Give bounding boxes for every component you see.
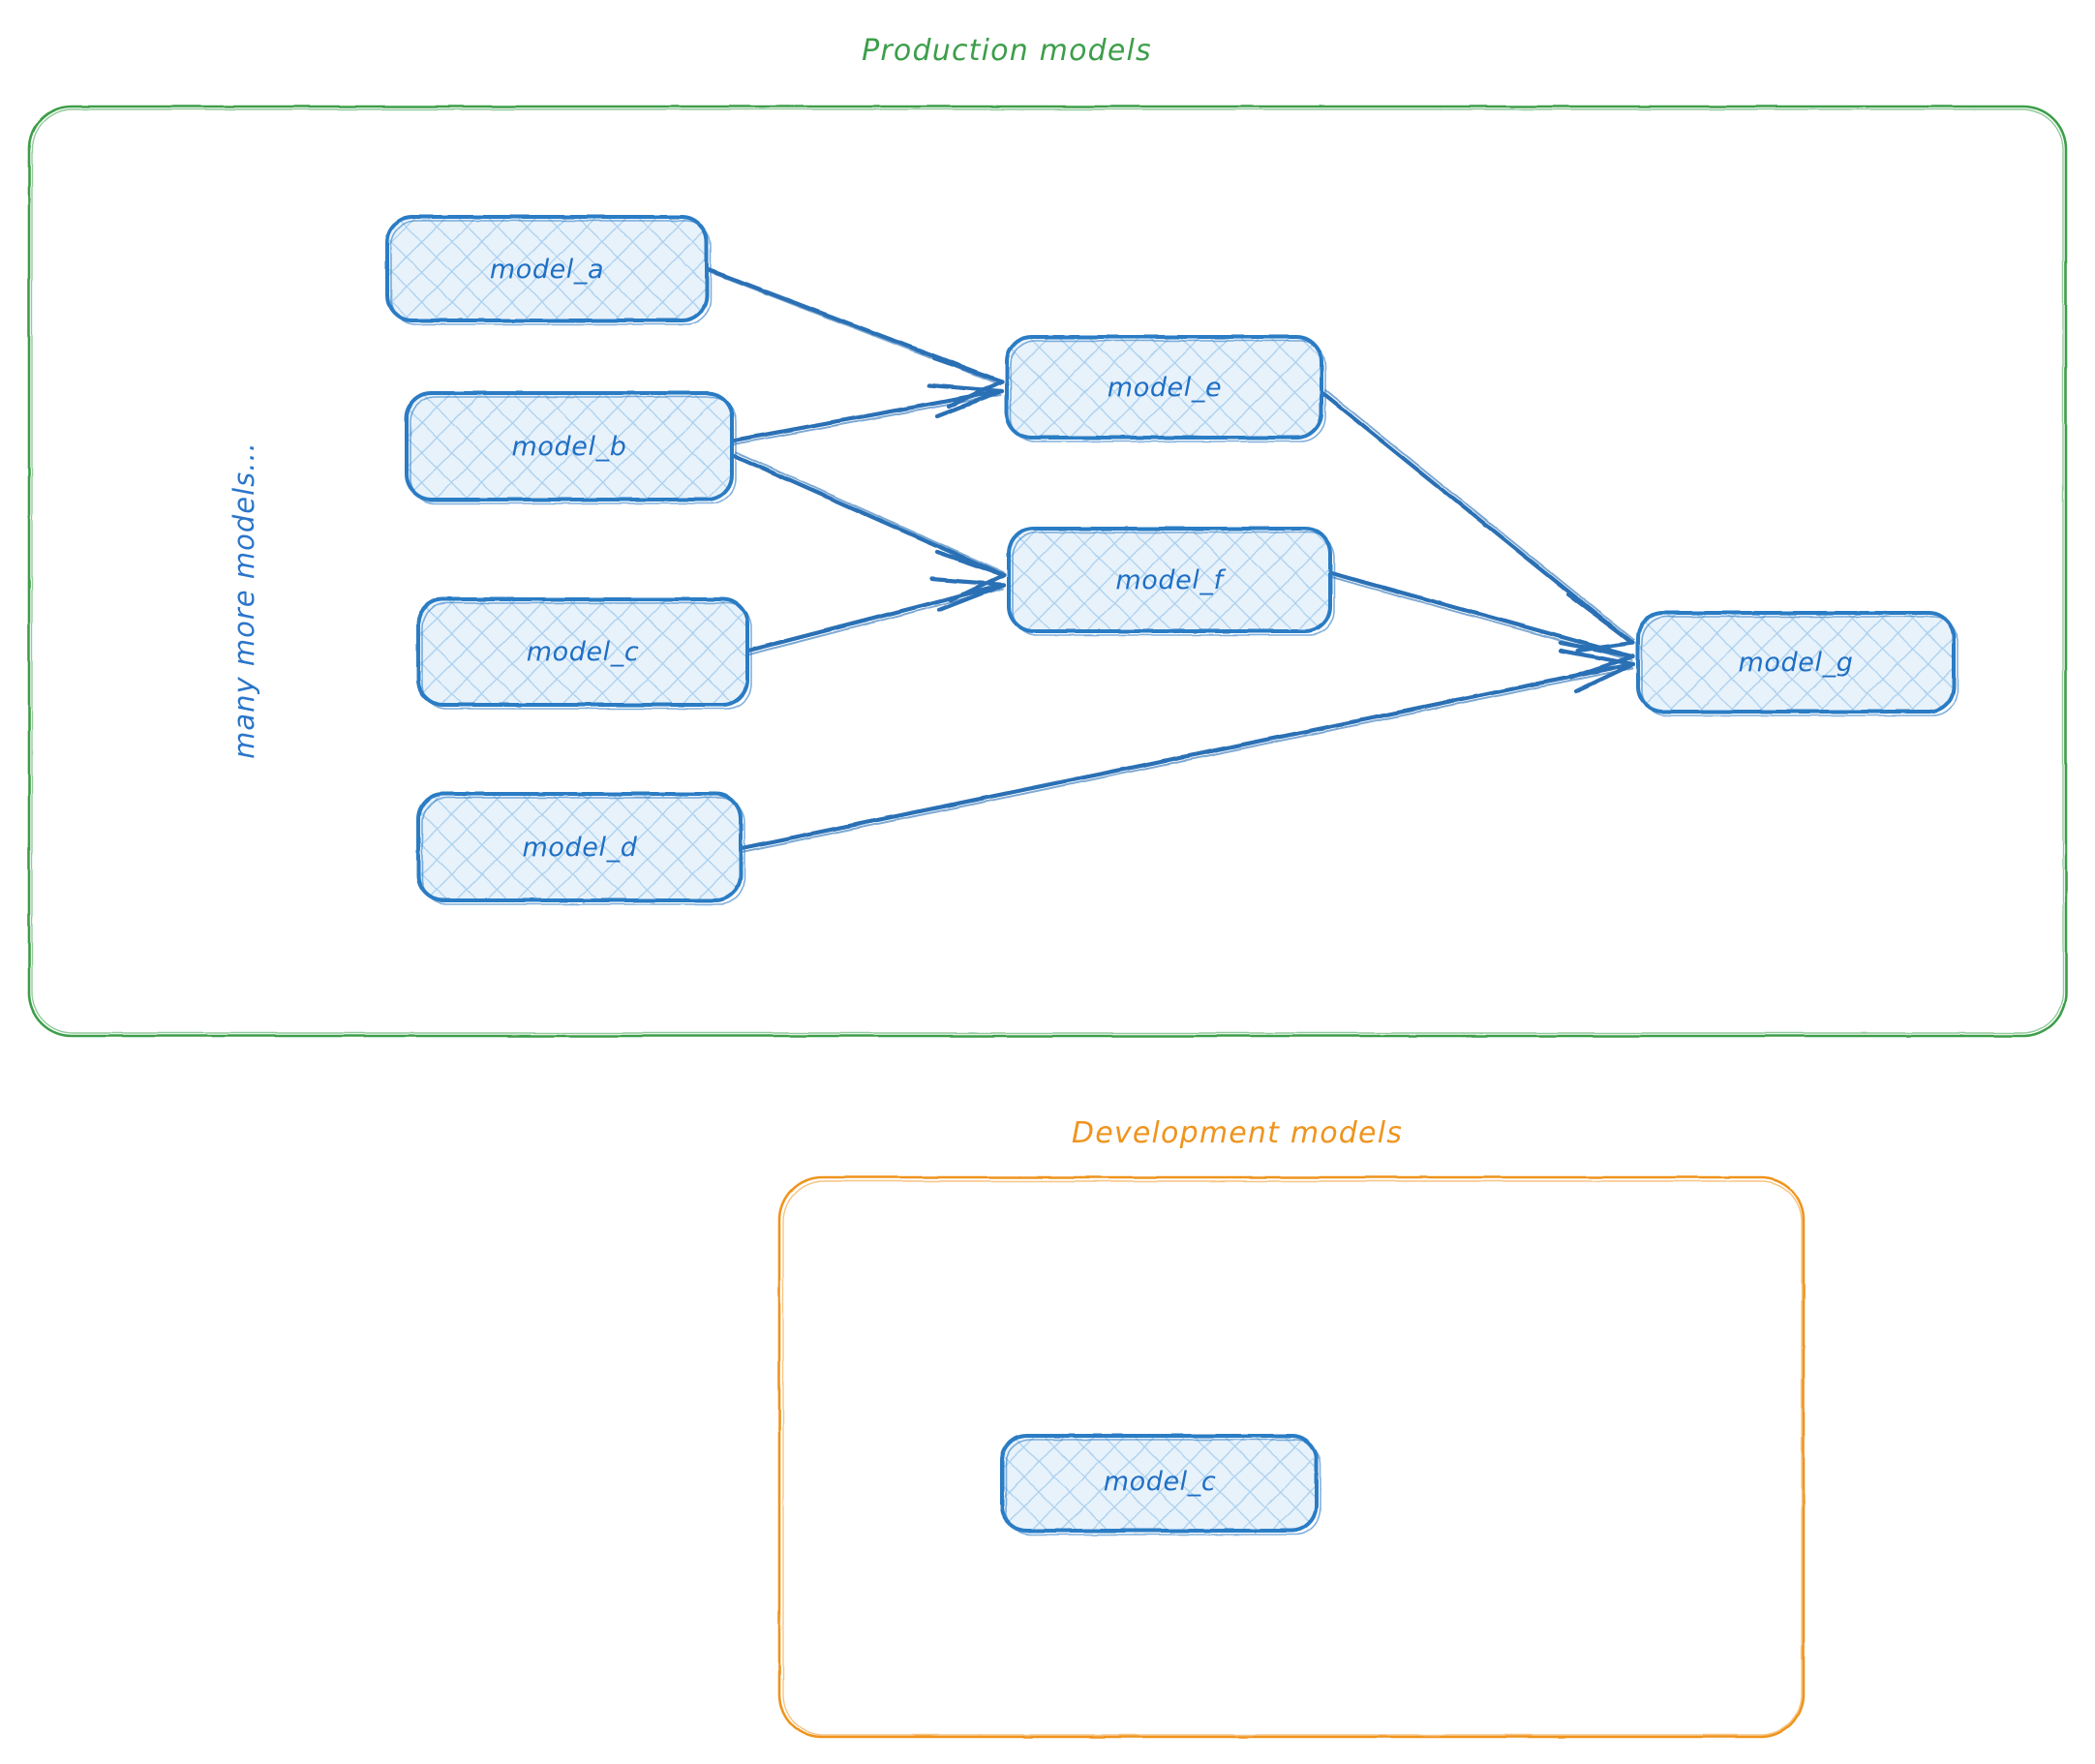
node-label-model_b: model_b bbox=[512, 432, 627, 462]
node-label-model_c-development: model_c bbox=[1104, 1467, 1217, 1497]
node-label-model_f: model_f bbox=[1115, 565, 1226, 595]
node-model_f[interactable]: model_f bbox=[1007, 527, 1335, 636]
edge-model_c_prod-model_f bbox=[745, 576, 1007, 655]
node-model_a[interactable]: model_a bbox=[385, 215, 712, 325]
production-group-border bbox=[27, 105, 2068, 1038]
node-model_e[interactable]: model_e bbox=[1005, 335, 1326, 442]
group-development: Development models model_c bbox=[777, 1116, 1806, 1739]
edge-model_d-model_g bbox=[739, 648, 1636, 853]
development-group-border bbox=[777, 1175, 1806, 1739]
node-label-model_d: model_d bbox=[523, 833, 638, 863]
development-group-border-sketch bbox=[782, 1180, 1803, 1736]
nodes-layer-production: model_a model_b model_c bbox=[385, 215, 1958, 905]
node-model_g[interactable]: model_g bbox=[1636, 611, 1958, 716]
development-group-title: Development models bbox=[1072, 1116, 1403, 1150]
group-production: Production models many more models... bbox=[27, 34, 2068, 1038]
many-more-models-note: many more models... bbox=[228, 441, 260, 759]
edge-model_b-model_f bbox=[730, 451, 1007, 603]
node-label-model_c-production: model_c bbox=[527, 637, 640, 667]
edge-model_e-model_g bbox=[1320, 389, 1636, 654]
node-label-model_g: model_g bbox=[1739, 648, 1854, 678]
production-group-border-sketch bbox=[31, 108, 2064, 1034]
node-label-model_a: model_a bbox=[490, 255, 604, 285]
edge-model_f-model_g bbox=[1328, 570, 1636, 681]
edges-layer bbox=[704, 266, 1636, 853]
node-model_c-development[interactable]: model_c bbox=[1000, 1434, 1321, 1536]
node-model_b[interactable]: model_b bbox=[405, 391, 737, 504]
edge-model_b-model_e bbox=[730, 382, 1005, 445]
node-model_d[interactable]: model_d bbox=[416, 792, 745, 905]
node-label-model_e: model_e bbox=[1108, 373, 1222, 403]
node-model_c-production[interactable]: model_c bbox=[416, 597, 752, 710]
production-group-title: Production models bbox=[862, 34, 1152, 68]
